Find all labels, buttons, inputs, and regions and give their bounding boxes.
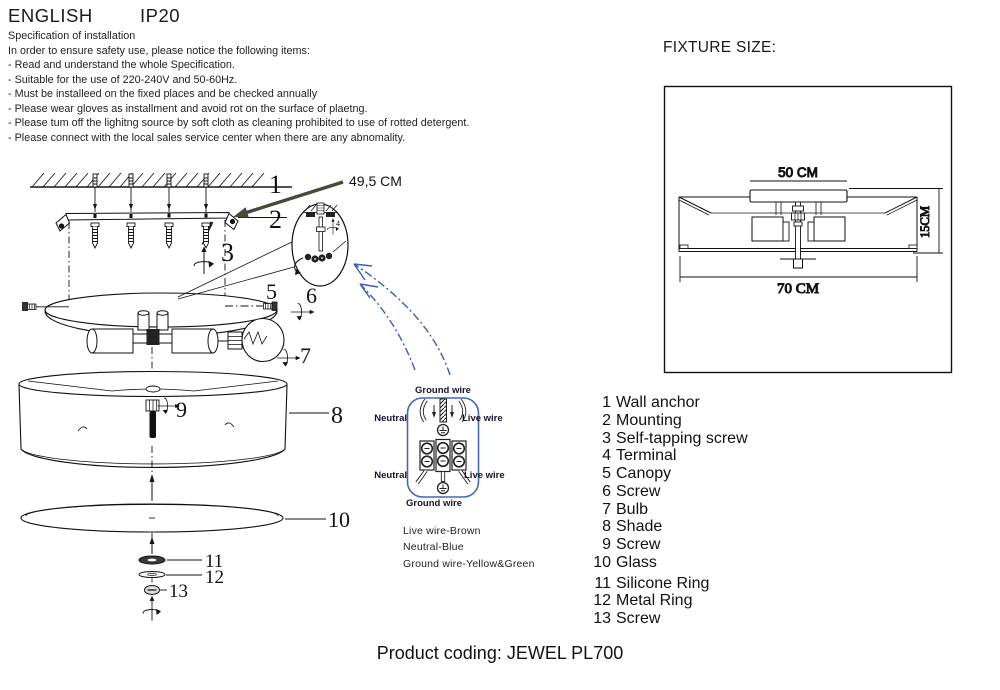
fixture-size-box: 50 CM 15CM 70 CM bbox=[663, 85, 953, 374]
label-10: 10 bbox=[328, 507, 350, 532]
part-number: 7 bbox=[602, 500, 611, 518]
part-item: 12 Metal Ring bbox=[563, 592, 748, 610]
part-name: Shade bbox=[616, 518, 663, 536]
part-name: Wall anchor bbox=[616, 394, 700, 411]
part-name: Screw bbox=[616, 610, 661, 627]
part-number: 5 bbox=[602, 465, 611, 482]
wiring-live-top-label: Live wire bbox=[462, 413, 503, 424]
lamp-holders-and-bulb bbox=[86, 310, 301, 371]
part-item: 13 Screw bbox=[563, 610, 748, 628]
fixture-size-title: FIXTURE SIZE: bbox=[663, 39, 777, 56]
part-number: 2 bbox=[602, 411, 611, 429]
part-name: Screw bbox=[616, 482, 661, 500]
part-name: Terminal bbox=[616, 447, 677, 465]
part-item: 10 Glass bbox=[563, 554, 748, 572]
terminal-box-outline bbox=[406, 397, 480, 498]
part-number: 11 bbox=[594, 574, 611, 592]
part-number: 10 bbox=[593, 553, 611, 571]
wire-legend-ground: Ground wire-Yellow&Green bbox=[403, 557, 535, 570]
spec-item: - Must be installeed on the fixed places… bbox=[8, 88, 318, 101]
product-coding: Product coding: JEWEL PL700 bbox=[376, 643, 624, 663]
wire-color-legend: Live wire-Brown Neutral-Blue Ground wire… bbox=[403, 523, 535, 572]
wall-anchors bbox=[92, 173, 209, 212]
wiring-diagram: Ground wire Neutral Live wire Neutral Li… bbox=[353, 263, 505, 509]
label-8: 8 bbox=[331, 403, 343, 429]
label-4: 4 bbox=[336, 219, 340, 228]
part-item: 4 Terminal bbox=[563, 447, 748, 465]
wire-legend-neutral: Neutral-Blue bbox=[403, 541, 464, 554]
shade-drum bbox=[18, 370, 288, 503]
label-7: 7 bbox=[300, 343, 311, 368]
part-number: 13 bbox=[593, 610, 611, 627]
part-name: Metal Ring bbox=[616, 592, 693, 610]
spec-item: - Please tum off the lighitng source by … bbox=[8, 117, 470, 130]
language-title: ENGLISH bbox=[8, 5, 93, 26]
part-item: 6 Screw bbox=[563, 483, 748, 501]
part-item: 7 Bulb bbox=[563, 501, 748, 519]
part-name: Self-tapping screw bbox=[616, 429, 748, 447]
ceiling bbox=[30, 172, 292, 188]
part-name: Screw bbox=[616, 536, 661, 553]
mount-width-label: 49,5 CM bbox=[349, 173, 402, 189]
wiring-neutral-bottom-label: Neutral bbox=[374, 470, 407, 481]
spec-title: Specification of installation bbox=[8, 30, 136, 42]
label-3: 3 bbox=[221, 238, 234, 267]
part-number: 6 bbox=[602, 482, 611, 500]
spec-item: - Read and understand the whole Specific… bbox=[8, 59, 235, 72]
part-item: 5 Canopy bbox=[563, 465, 748, 483]
part-item: 3 Self-tapping screw bbox=[563, 430, 748, 448]
dim-15cm-label: 15CM bbox=[918, 206, 932, 238]
part-item: 9 Screw bbox=[563, 536, 748, 554]
label-6: 6 bbox=[306, 283, 317, 308]
label-11: 11 bbox=[205, 551, 223, 572]
wire-legend-live: Live wire-Brown bbox=[403, 525, 481, 537]
rings-and-screw bbox=[138, 533, 166, 622]
part-item: 1 Wall anchor bbox=[563, 394, 748, 412]
part-name: Mounting bbox=[616, 411, 682, 429]
part-item: 8 Shade bbox=[563, 518, 748, 536]
mount-width-arrow: 49,5 CM bbox=[233, 173, 402, 218]
part-name: Canopy bbox=[616, 465, 672, 482]
label-9: 9 bbox=[176, 397, 187, 422]
part-number-labels: 1 2 3 4 5 6 7 8 9 10 11 12 13 bbox=[169, 170, 350, 602]
mounting-bracket bbox=[55, 211, 239, 305]
spec-intro: In order to ensure safety use, please no… bbox=[8, 44, 310, 57]
part-item: 11 Silicone Ring bbox=[563, 575, 748, 593]
part-item: 2 Mounting bbox=[563, 412, 748, 430]
part-name: Bulb bbox=[616, 500, 649, 518]
label-12: 12 bbox=[205, 567, 224, 588]
part-name: Silicone Ring bbox=[616, 574, 710, 592]
dim-50cm-label: 50 CM bbox=[778, 165, 818, 180]
glass-diffuser bbox=[20, 503, 284, 533]
leader-lines bbox=[160, 217, 329, 591]
wiring-live-bottom-label: Live wire bbox=[464, 470, 505, 481]
label-13: 13 bbox=[169, 581, 188, 602]
part-name: Glass bbox=[616, 553, 657, 571]
wiring-ground-bottom-label: Ground wire bbox=[406, 498, 462, 509]
wiring-ground-top-label: Ground wire bbox=[415, 385, 471, 396]
part-number: 9 bbox=[602, 536, 611, 553]
dim-70cm-label: 70 CM bbox=[777, 281, 819, 297]
spec-item: - Please wear gloves as installment and … bbox=[8, 102, 368, 115]
spec-item: - Please connect with the local sales se… bbox=[8, 131, 406, 144]
wiring-neutral-top-label: Neutral bbox=[374, 413, 407, 424]
ip-rating: IP20 bbox=[140, 5, 181, 26]
spec-block: Specification of installation In order t… bbox=[8, 29, 469, 145]
part-number: 8 bbox=[602, 518, 611, 536]
spec-item: - Suitable for the use of 220-240V and 5… bbox=[8, 73, 238, 86]
part-number: 4 bbox=[602, 447, 611, 465]
magnifier-detail bbox=[177, 202, 349, 300]
label-5: 5 bbox=[266, 279, 277, 304]
label-1: 1 bbox=[269, 170, 282, 199]
part-number: 3 bbox=[602, 429, 611, 447]
parts-list: 1 Wall anchor 2 Mounting 3 Self-tapping scr… bbox=[563, 394, 748, 628]
part-number: 1 bbox=[602, 394, 611, 411]
part-number: 12 bbox=[593, 592, 611, 610]
label-2: 2 bbox=[269, 205, 282, 234]
